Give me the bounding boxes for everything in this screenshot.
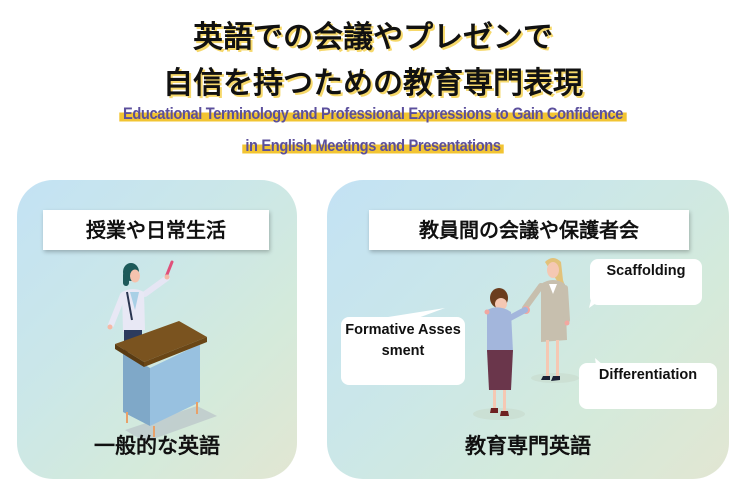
general-english-panel: 授業や日常生活 一般的な英語 — [17, 180, 297, 479]
subtitle-text-1: Educational Terminology and Professional… — [119, 104, 627, 123]
speech-bubble-differentiation: Differentiation — [579, 363, 717, 409]
teacher-podium-illustration — [107, 260, 217, 442]
left-panel-header: 授業や日常生活 — [43, 210, 269, 250]
right-panel-header: 教員間の会議や保護者会 — [369, 210, 689, 250]
left-panel-footer: 一般的な英語 — [94, 434, 220, 458]
speech-bubble-formative-assessment: Formative Assessment — [341, 317, 465, 385]
subtitle-text-2: in English Meetings and Presentations — [241, 136, 505, 155]
title-line-2: 自信を持つための教育専門表現 — [163, 66, 583, 101]
subtitle-line-1: Educational Terminology and Professional… — [52, 104, 694, 124]
title-line-1: 英語での会議やプレゼンで — [193, 20, 553, 55]
right-panel-footer: 教育専門英語 — [465, 434, 591, 458]
education-english-panel: 教員間の会議や保護者会 Formative Assessme — [327, 180, 729, 479]
subtitle-line-2: in English Meetings and Presentations — [52, 136, 694, 156]
speech-bubble-scaffolding: Scaffolding — [590, 259, 702, 305]
